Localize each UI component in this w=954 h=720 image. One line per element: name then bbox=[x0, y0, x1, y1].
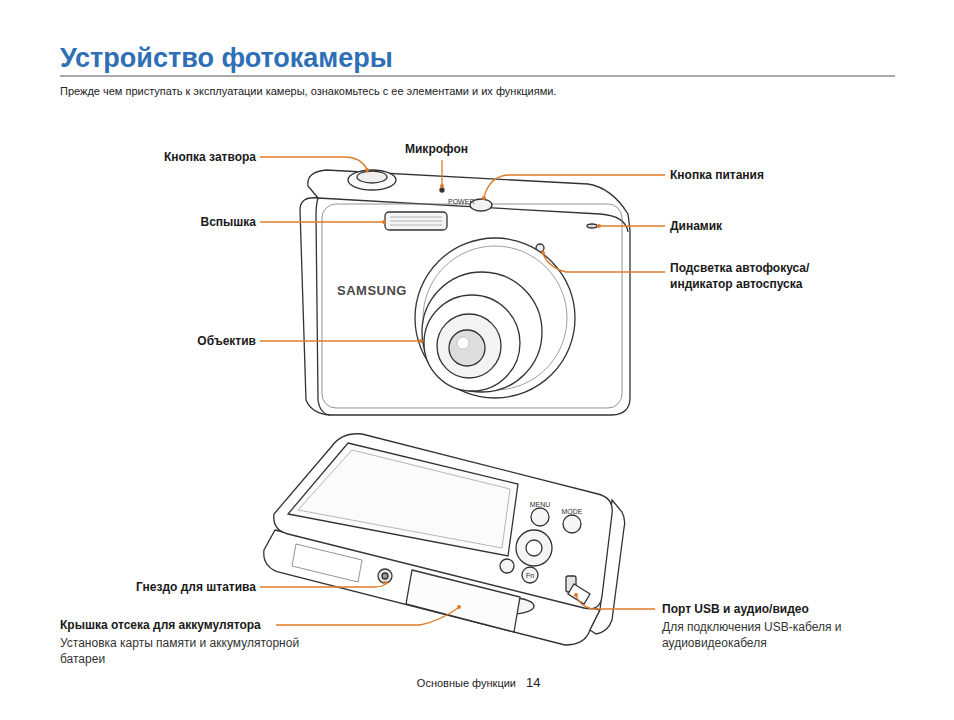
leader-lines bbox=[260, 157, 665, 625]
button-marking: MENU bbox=[526, 501, 554, 508]
part-label: Гнездо для штатива bbox=[76, 579, 256, 595]
part-label: Порт USB и аудио/видео bbox=[662, 601, 892, 617]
button-marking: POWER bbox=[448, 198, 474, 205]
button-marking: MODE bbox=[558, 508, 586, 515]
part-label: Кнопка затвора bbox=[116, 149, 256, 165]
title-rule bbox=[60, 76, 895, 77]
part-label: Объектив bbox=[116, 333, 256, 349]
intro-text: Прежде чем приступать к эксплуатации кам… bbox=[60, 84, 556, 99]
camera-back bbox=[264, 434, 625, 645]
part-description: Для подключения USB-кабеля и аудиовидеок… bbox=[662, 619, 862, 651]
camera-front bbox=[300, 170, 630, 415]
footer-section: Основные функции bbox=[336, 676, 516, 691]
part-description: Установка карты памяти и аккумуляторной … bbox=[60, 635, 318, 667]
leader-dots bbox=[365, 168, 601, 609]
part-label: Вспышка bbox=[116, 214, 256, 230]
part-label: Подсветка автофокуса/ индикатор автоспус… bbox=[670, 260, 845, 292]
brand-logo: SAMSUNG bbox=[337, 282, 407, 300]
part-label: Крышка отсека для аккумулятора bbox=[60, 617, 274, 633]
page-title: Устройство фотокамеры bbox=[60, 40, 393, 76]
part-label: Кнопка питания bbox=[670, 167, 870, 183]
page-number: 14 bbox=[526, 674, 540, 692]
button-marking: Fn bbox=[520, 572, 540, 579]
part-label: Динамик bbox=[670, 218, 870, 234]
part-label: Микрофон bbox=[405, 141, 495, 157]
